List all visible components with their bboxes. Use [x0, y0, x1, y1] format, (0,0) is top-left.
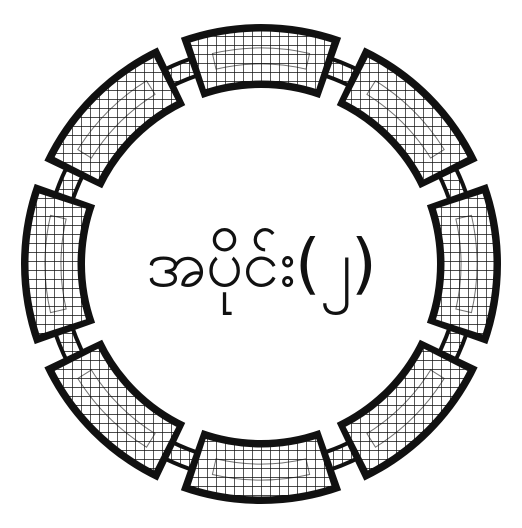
ring-segment — [27, 192, 88, 337]
ring-segment — [434, 192, 495, 337]
ring-group — [21, 24, 501, 504]
ring-segment — [189, 437, 334, 498]
ring-segment — [189, 30, 334, 91]
